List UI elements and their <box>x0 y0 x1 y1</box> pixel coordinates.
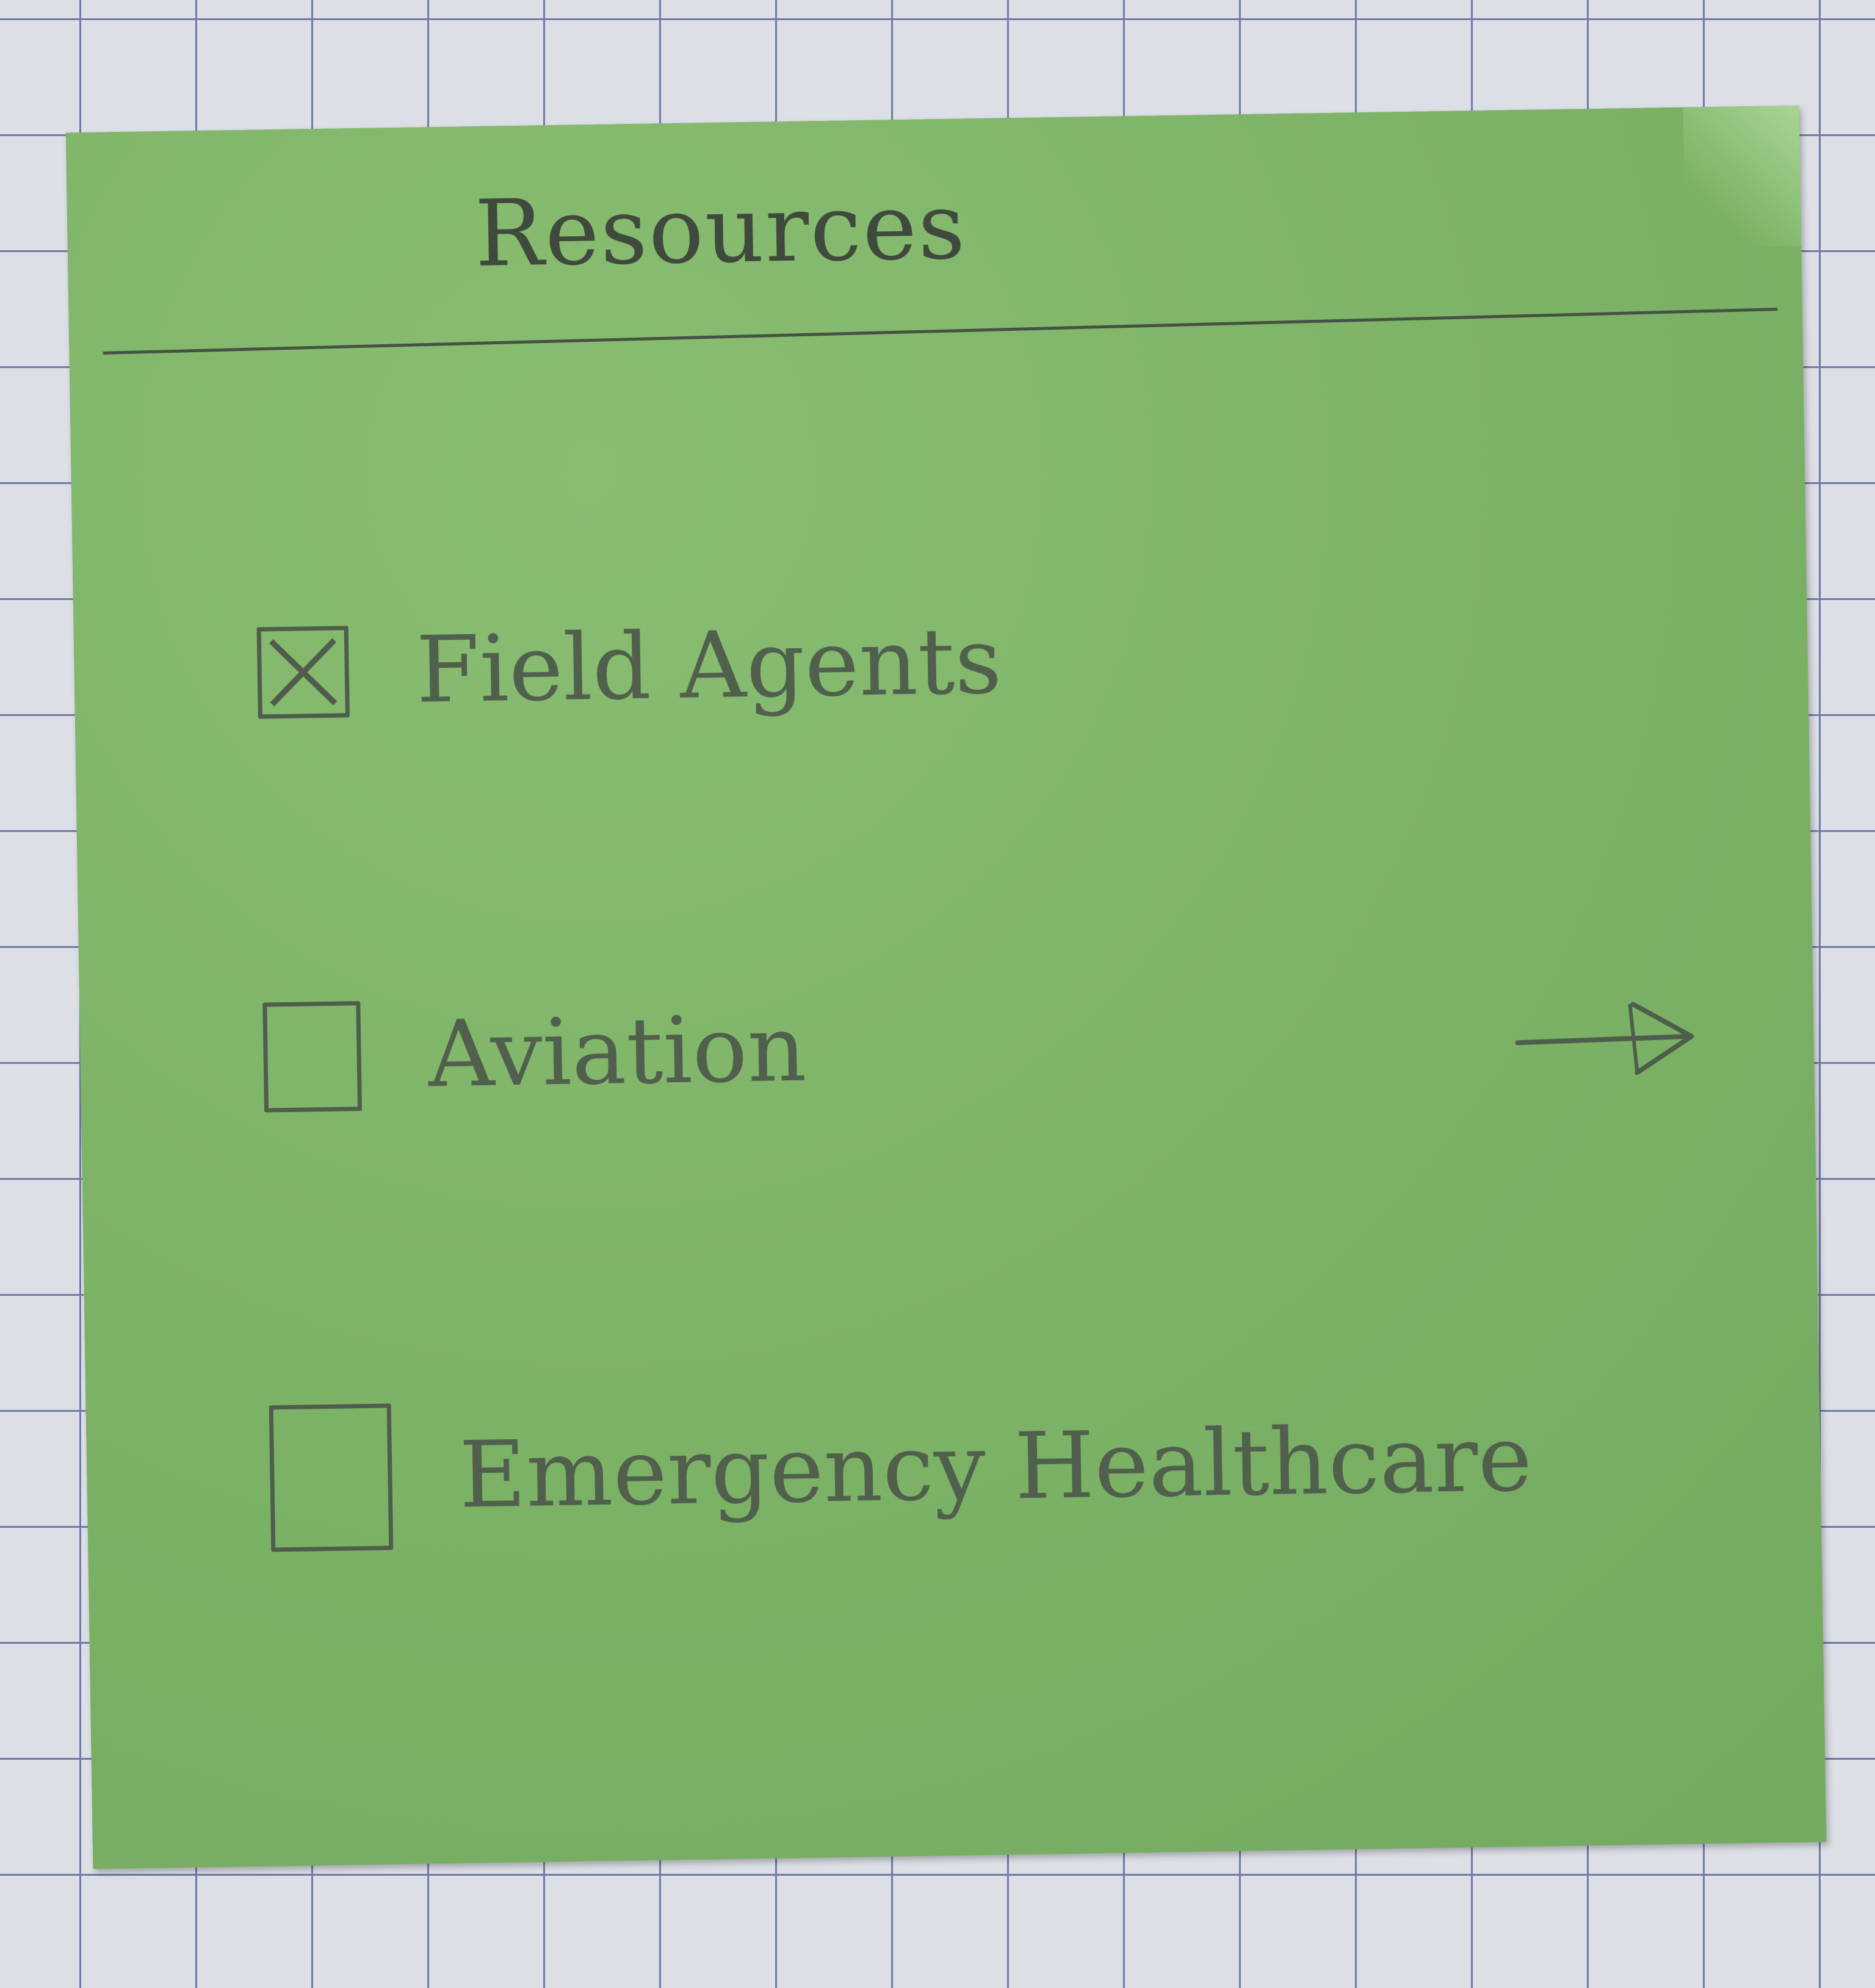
arrow-right-icon[interactable] <box>1514 999 1698 1081</box>
aviation-label: Aviation <box>427 996 807 1108</box>
title-divider <box>103 308 1778 355</box>
emergency-healthcare-label: Emergency Healthcare <box>458 1406 1533 1529</box>
checkbox-checked-icon <box>269 638 338 707</box>
option-emergency-healthcare[interactable]: Emergency Healthcare <box>269 1392 1533 1552</box>
field-agents-checkbox[interactable] <box>256 626 350 719</box>
resources-panel: Resources Field Agents Aviation Emergenc… <box>65 105 1827 1870</box>
emergency-healthcare-checkbox[interactable] <box>269 1403 394 1552</box>
field-agents-label: Field Agents <box>415 608 1003 724</box>
option-field-agents[interactable]: Field Agents <box>256 595 1003 740</box>
aviation-checkbox[interactable] <box>262 1001 363 1113</box>
option-aviation[interactable]: Aviation <box>262 982 807 1125</box>
panel-title: Resources <box>474 173 967 287</box>
